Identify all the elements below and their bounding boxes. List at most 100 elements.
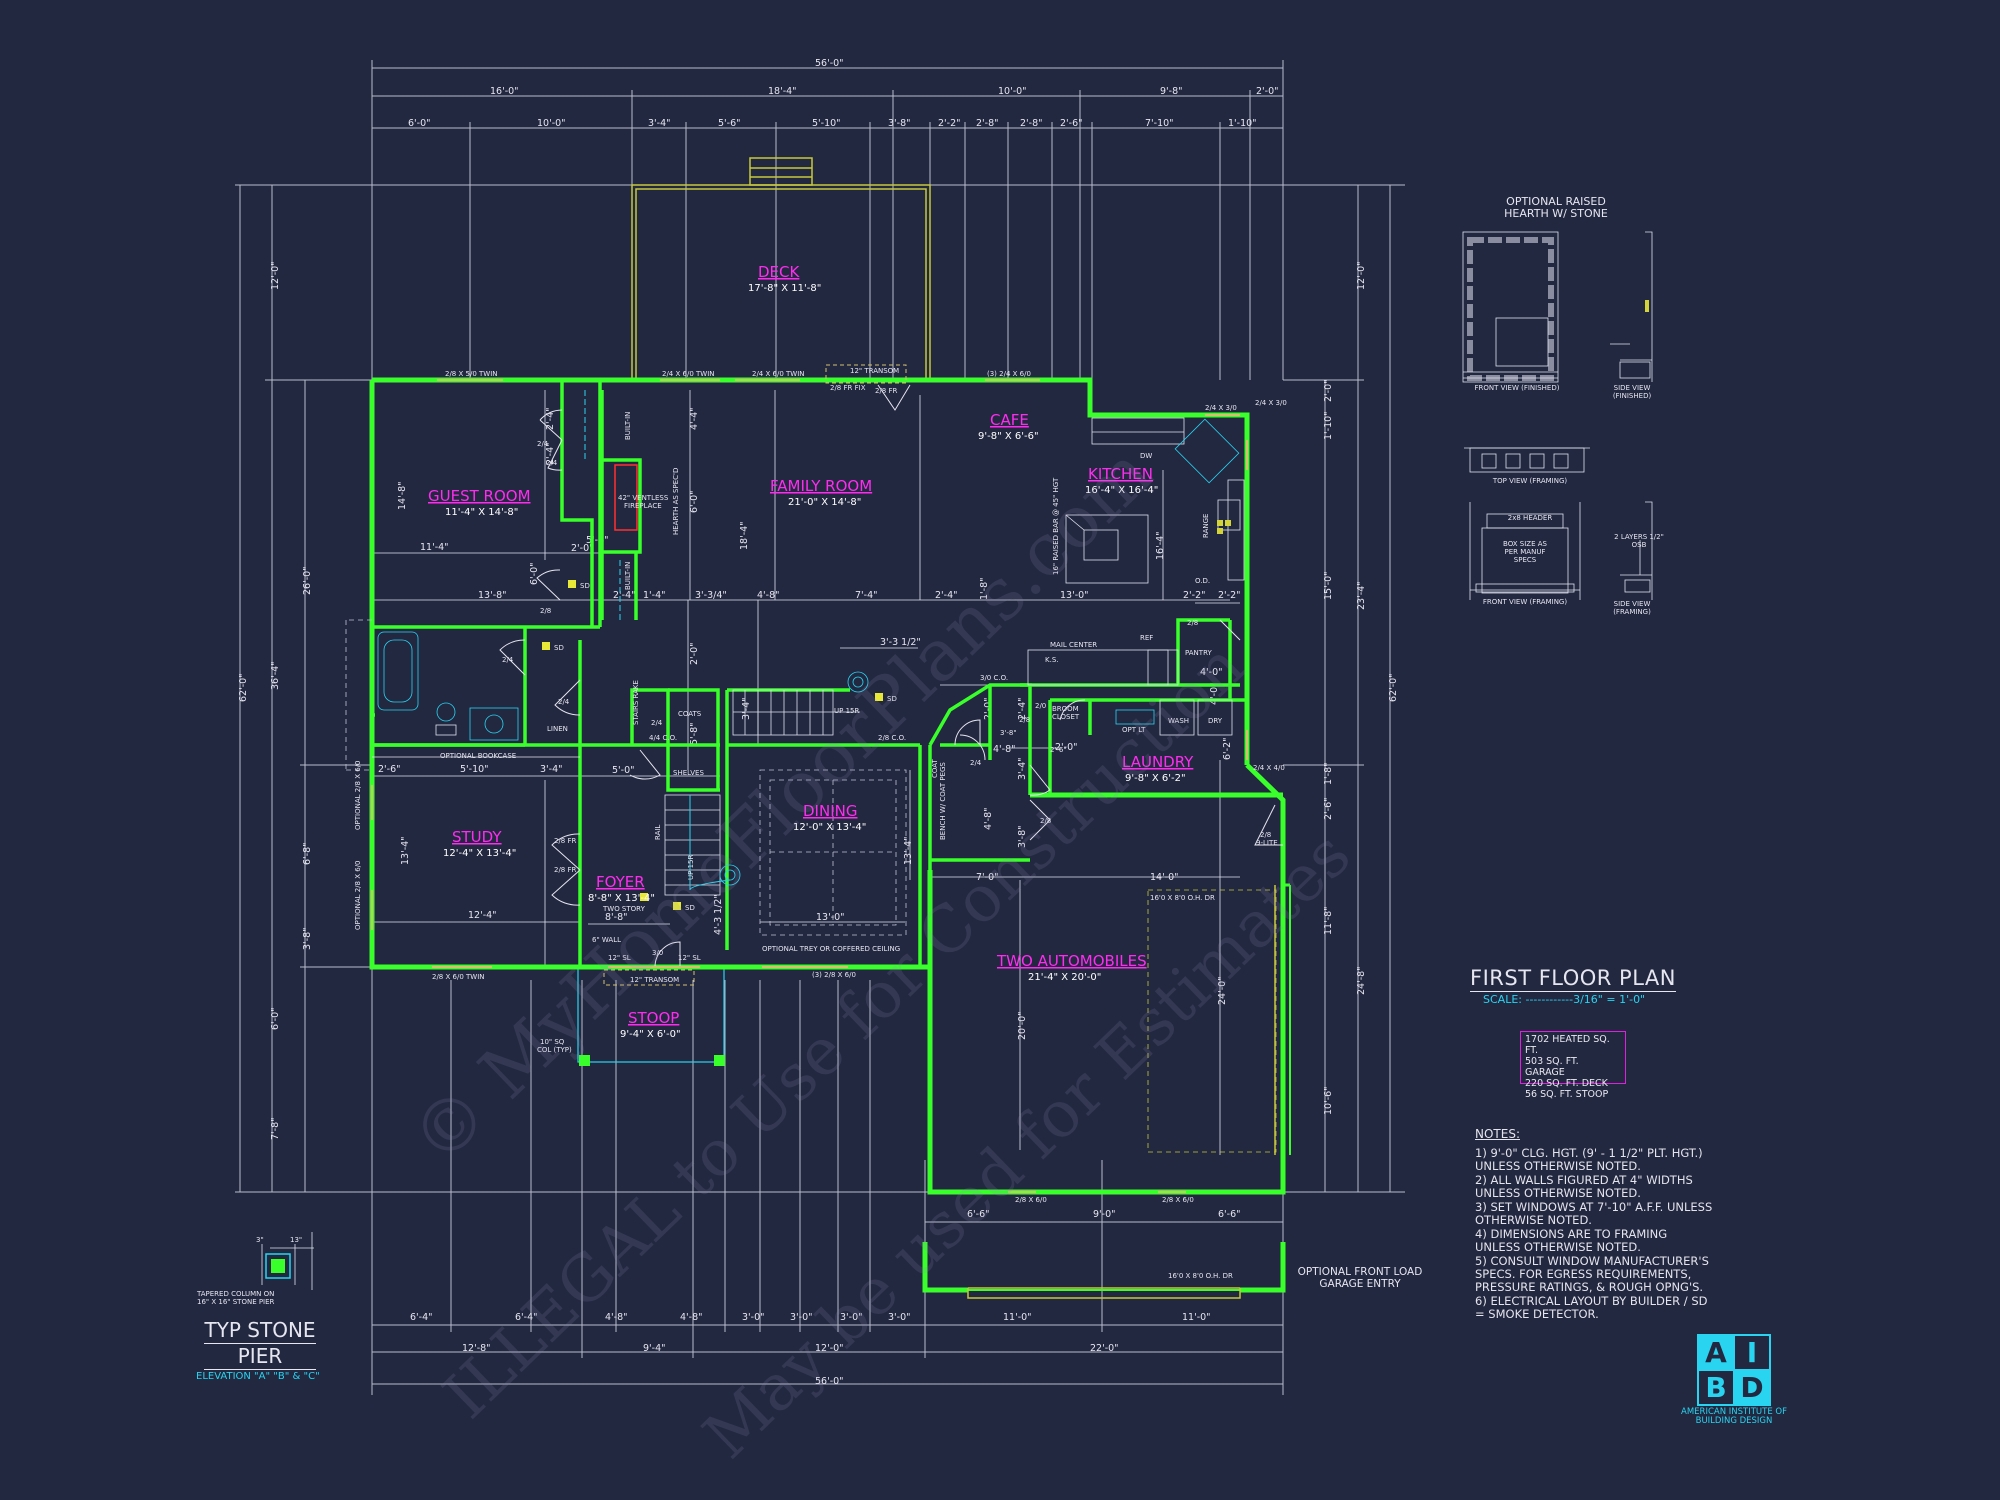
dim-right: 1'-8" xyxy=(1323,763,1334,786)
door-size: 2/4 xyxy=(537,440,549,448)
dim-right: 15'-0" xyxy=(1323,571,1334,600)
rail-label: RAIL xyxy=(654,825,662,840)
plan-scale: SCALE: ------------3/16" = 1'-0" xyxy=(1483,993,1646,1006)
dim-int: 2'-6" xyxy=(378,764,401,775)
dim-top: 3'-4" xyxy=(648,118,671,129)
dim-int: 14'-0" xyxy=(1150,872,1179,883)
dim-int: 3'-4" xyxy=(741,698,752,721)
coat-label: COAT xyxy=(931,758,939,778)
hearth-label: HEARTH AS SPEC'D xyxy=(672,468,680,535)
sd-label: SD xyxy=(554,644,564,652)
dim-top: 10'-0" xyxy=(537,118,566,129)
hearth-detail-title: OPTIONAL RAISED HEARTH W/ STONE xyxy=(1504,195,1608,220)
hearth-front-finished: FRONT VIEW (FINISHED) xyxy=(1474,384,1560,392)
window-label: 2/4 X 3/0 xyxy=(1255,399,1287,407)
note-item: 3) SET WINDOWS AT 7'-10" A.F.F. UNLESS O… xyxy=(1475,1200,1713,1227)
mail-label: MAIL CENTER xyxy=(1050,641,1097,649)
dim-top: 7'-10" xyxy=(1145,118,1174,129)
room-size-study: 12'-4" X 13'-4" xyxy=(443,848,516,859)
dim-bottom: 12'-0" xyxy=(815,1343,844,1354)
dim-right: 2'-0" xyxy=(1323,380,1334,403)
pier-title-2: PIER xyxy=(204,1344,316,1370)
builtin-label: BUILT-IN xyxy=(624,412,632,440)
door-size: 2/8 FR xyxy=(554,866,577,874)
dim-right: 24'-8" xyxy=(1356,966,1367,995)
logo-letter: D xyxy=(1733,1369,1771,1406)
dry-label: DRY xyxy=(1208,717,1223,725)
dim-int: 2'-0" xyxy=(1055,742,1078,753)
door-size: 2/8 xyxy=(1187,619,1198,627)
bookcase-label: OPTIONAL BOOKCASE xyxy=(440,752,516,760)
door-size: 2/8 xyxy=(1040,817,1051,825)
col-label: COL (TYP) xyxy=(537,1046,572,1054)
dim-int: 2'-4" xyxy=(935,590,958,601)
optlt-label: OPT LT xyxy=(1122,726,1146,734)
dim-right: 11'-8" xyxy=(1323,906,1334,935)
dim-top: 2'-2" xyxy=(938,118,961,129)
room-name-guest: GUEST ROOM xyxy=(428,487,531,505)
dim-int: 3'-4" xyxy=(540,764,563,775)
door-size: 4/4 C.O. xyxy=(649,734,677,742)
right-dimensions: 12'-0" 2'-0" 1'-10" 15'-0" 23'-4" 62'-0"… xyxy=(1283,185,1399,1192)
dim-int: 2'-4" xyxy=(1017,698,1028,721)
tray-label: OPTIONAL TREY OR COFFERED CEILING xyxy=(762,945,900,953)
ohdr-label: 16'0 X 8'0 O.H. DR xyxy=(1168,1272,1233,1280)
notes-heading: NOTES: xyxy=(1475,1127,1520,1141)
window-label: (3) 2/8 X 6/0 xyxy=(812,971,856,979)
note-item: 1) 9'-0" CLG. HGT. (9' - 1 1/2" PLT. HGT… xyxy=(1475,1146,1703,1173)
dim-bottom: 4'-8" xyxy=(605,1312,628,1323)
room-size-cafe: 9'-8" X 6'-6" xyxy=(978,431,1039,442)
dim-left: 6'-0" xyxy=(270,1008,281,1031)
dim-int: 11'-4" xyxy=(420,542,449,553)
door-label: 2/8 FR FIX xyxy=(830,384,866,392)
dim-left: 26'-0" xyxy=(302,566,313,595)
dim-int: 2'-4" xyxy=(613,590,636,601)
dim-int: 8'-8" xyxy=(605,912,628,923)
dim-int: 2'-2" xyxy=(1218,590,1241,601)
dim-right: 10'-6" xyxy=(1323,1086,1334,1115)
wash-label: WASH xyxy=(1168,717,1189,725)
room-labels: DECK 17'-8" X 11'-8" CAFE 9'-8" X 6'-6" … xyxy=(428,263,1194,1040)
dim-bottom: 11'-0" xyxy=(1003,1312,1032,1323)
dim-right: 23'-4" xyxy=(1356,581,1367,610)
dim-int: 4'-3 1/2" xyxy=(713,894,724,935)
dim-int: 4'-4" xyxy=(689,408,700,431)
door-size: 2/4 xyxy=(970,759,982,767)
interior-dimension-strings xyxy=(372,390,1240,1155)
dim-int: 18'-4" xyxy=(739,521,750,550)
dim-garage: 6'-6" xyxy=(1218,1209,1241,1220)
opt-window-label: OPTIONAL 2/8 X 6/0 xyxy=(354,760,362,830)
logo-letter: A xyxy=(1697,1334,1735,1371)
logo-name: AMERICAN INSTITUTE OF BUILDING DESIGN xyxy=(1681,1407,1787,1426)
dim-left: 12'-0" xyxy=(270,261,281,290)
dim-top: 2'-8" xyxy=(976,118,999,129)
dim-int: 3'-3/4" xyxy=(695,590,727,601)
dim-int: 4'-8" xyxy=(757,590,780,601)
note-item: 5) CONSULT WINDOW MANUFACTURER'S SPECS. … xyxy=(1475,1254,1709,1294)
room-name-family: FAMILY ROOM xyxy=(770,477,872,495)
dim-int: 2'-2" xyxy=(1183,590,1206,601)
room-name-dining: DINING xyxy=(803,802,857,820)
door-size: 2/8 C.O. xyxy=(878,734,906,742)
dim-int: 5'-8" xyxy=(689,723,700,746)
col-label: 10" SQ xyxy=(540,1038,565,1046)
dim-bottom: 6'-4" xyxy=(515,1312,538,1323)
dim-top: 1'-10" xyxy=(1228,118,1257,129)
pier-title: TYP STONE PIER xyxy=(204,1318,316,1370)
dim-top: 10'-0" xyxy=(998,86,1027,97)
fireplace-label: 42" VENTLESS xyxy=(618,494,669,502)
builtins xyxy=(584,390,621,620)
window-label: 2/4 X 6/0 TWIN xyxy=(752,370,805,378)
dim-int: 14'-8" xyxy=(397,481,408,510)
pier-note: 16" X 16" STONE PIER xyxy=(197,1298,275,1306)
dim-int: 6'-0" xyxy=(529,563,540,586)
dim-right: 2'-6" xyxy=(1323,798,1334,821)
room-size-stoop: 9'-4" X 6'-0" xyxy=(620,1029,681,1040)
up-label: UP 15R xyxy=(687,855,695,880)
pier-elevation: ELEVATION "A" "B" & "C" xyxy=(196,1371,320,1382)
kitchen-fixtures xyxy=(1027,417,1245,736)
dim-bottom: 4'-8" xyxy=(680,1312,703,1323)
area-line: 220 SQ. FT. DECK xyxy=(1525,1078,1608,1089)
dim-int: 4'-8" xyxy=(983,808,994,831)
transom-label: 12" TRANSOM xyxy=(630,976,679,984)
